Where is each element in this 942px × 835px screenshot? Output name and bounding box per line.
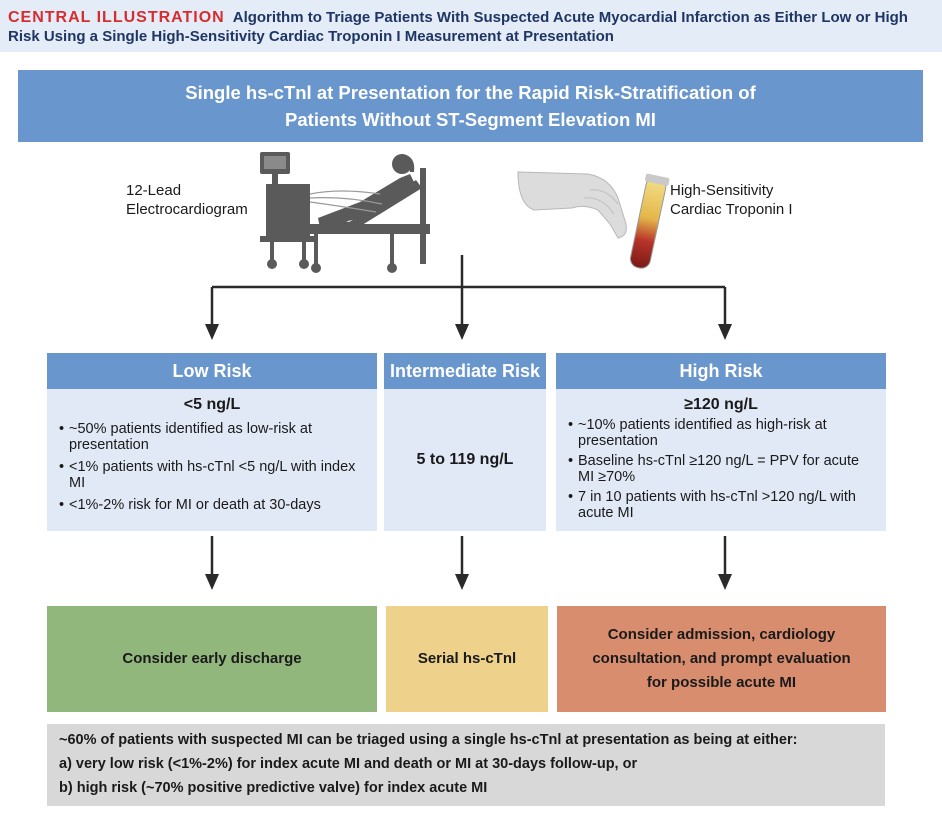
- high-risk-body: ≥120 ng/L ~10% patients identified as hi…: [556, 389, 886, 531]
- outcome-intermediate-text: Serial hs-cTnl: [417, 650, 517, 667]
- arrow-down-icon: [455, 574, 469, 590]
- summary-line3: b) high risk (~70% positive predictive v…: [59, 780, 488, 796]
- intermediate-risk-header: Intermediate Risk: [384, 353, 546, 389]
- patient-ecg-icon: [260, 152, 430, 273]
- arrow-down-icon: [718, 324, 732, 340]
- summary-box: ~60% of patients with suspected MI can b…: [47, 724, 885, 806]
- banner-title: Single hs-cTnl at Presentation for the R…: [185, 82, 756, 130]
- list-item: 7 in 10 patients with hs-cTnl >120 ng/L …: [568, 489, 878, 521]
- list-item: ~10% patients identified as high-risk at…: [568, 417, 878, 449]
- troponin-label-line2: Cardiac Troponin I: [670, 201, 793, 218]
- intermediate-risk-threshold: 5 to 119 ng/L: [416, 451, 514, 468]
- troponin-label-line1: High-Sensitivity: [670, 182, 774, 199]
- arrow-down-icon: [205, 324, 219, 340]
- outcome-high-text: Consider admission, cardiology consultat…: [592, 626, 851, 691]
- arrow-down-icon: [205, 574, 219, 590]
- intermediate-risk-body: 5 to 119 ng/L: [384, 389, 546, 531]
- high-risk-bullets: ~10% patients identified as high-risk at…: [556, 417, 886, 521]
- outcome-admission: Consider admission, cardiology consultat…: [557, 606, 886, 712]
- troponin-label: High-Sensitivity Cardiac Troponin I: [670, 181, 793, 219]
- intermediate-risk-title: Intermediate Risk: [389, 360, 541, 381]
- list-item: ~50% patients identified as low-risk at …: [59, 421, 369, 453]
- low-risk-body: <5 ng/L ~50% patients identified as low-…: [47, 389, 377, 531]
- high-risk-threshold: ≥120 ng/L: [684, 396, 758, 413]
- gloved-hand-test-tube-icon: [517, 171, 670, 269]
- ecg-label: 12-Lead Electrocardiogram: [126, 181, 248, 219]
- low-risk-bullets: ~50% patients identified as low-risk at …: [47, 421, 377, 513]
- outcome-early-discharge: Consider early discharge: [47, 606, 377, 712]
- list-item: <1%-2% risk for MI or death at 30-days: [59, 497, 369, 513]
- list-item: <1% patients with hs-cTnl <5 ng/L with i…: [59, 459, 369, 491]
- banner: Single hs-cTnl at Presentation for the R…: [18, 70, 923, 142]
- high-risk-title: High Risk: [679, 360, 763, 381]
- header-title: Algorithm to Triage Patients With Suspec…: [8, 9, 908, 45]
- header-label: CENTRAL ILLUSTRATION: [8, 9, 225, 26]
- ecg-label-line1: 12-Lead: [126, 182, 182, 199]
- outcome-serial-testing: Serial hs-cTnl: [386, 606, 548, 712]
- summary-line2: a) very low risk (<1%-2%) for index acut…: [59, 756, 638, 772]
- arrow-down-icon: [718, 574, 732, 590]
- low-risk-header: Low Risk: [47, 353, 377, 389]
- ecg-label-line2: Electrocardiogram: [126, 201, 248, 218]
- low-risk-threshold: <5 ng/L: [183, 396, 241, 413]
- arrow-down-icon: [455, 324, 469, 340]
- summary-line1: ~60% of patients with suspected MI can b…: [59, 732, 798, 748]
- low-risk-title: Low Risk: [172, 360, 252, 381]
- list-item: Baseline hs-cTnl ≥120 ng/L = PPV for acu…: [568, 453, 878, 485]
- outcome-low-text: Consider early discharge: [122, 650, 302, 667]
- high-risk-header: High Risk: [556, 353, 886, 389]
